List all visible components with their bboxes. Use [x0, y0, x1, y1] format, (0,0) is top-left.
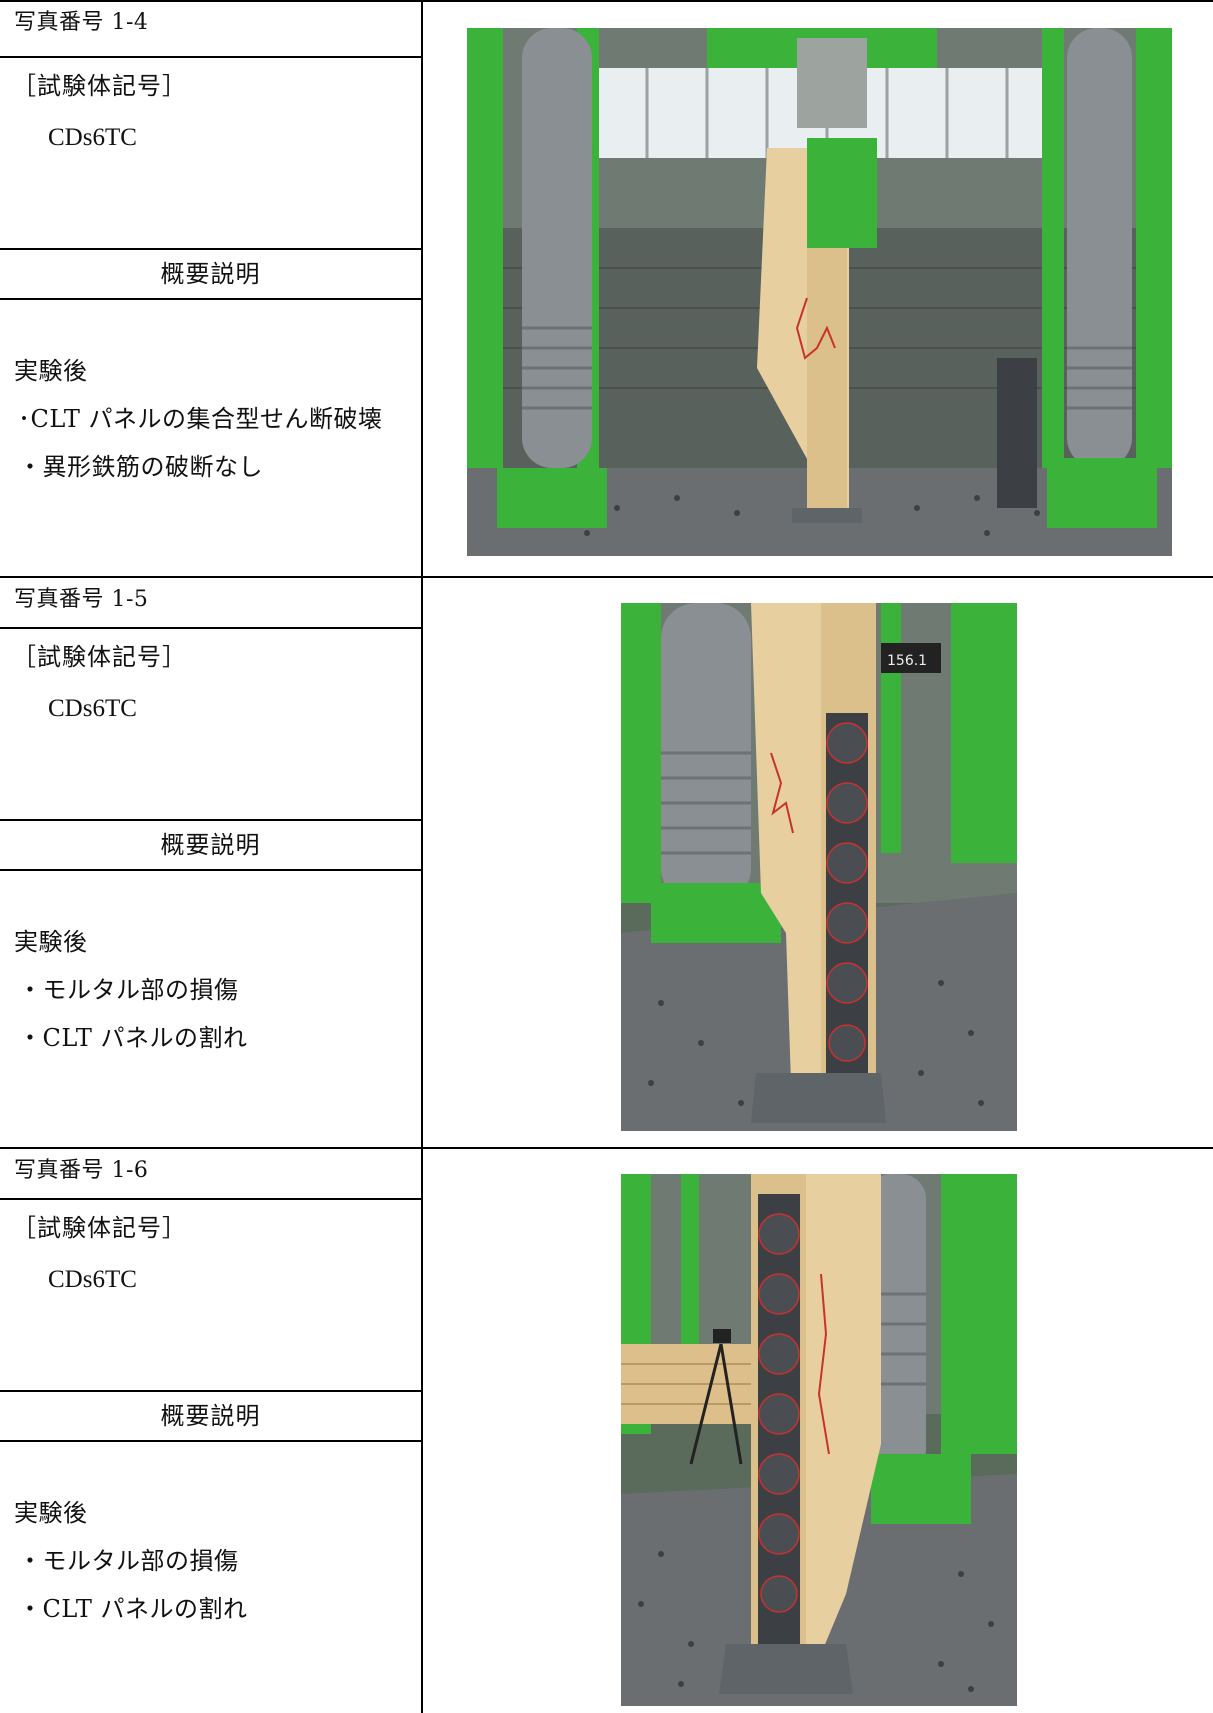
description-item: ・CLT パネルの割れ [18, 1595, 248, 1623]
description-item: ・CLT パネルの割れ [18, 1024, 248, 1052]
summary-heading: 概要説明 [160, 1402, 261, 1430]
photo-entry: 写真番号 1-6 ［試験体記号］ CDs6TC 概要説明 実験後 ・モルタル部の… [0, 1148, 1213, 1713]
description-title: 実験後 [14, 1499, 88, 1527]
photo-column [423, 1148, 1213, 1713]
summary-header-cell: 概要説明 [0, 250, 421, 298]
summary-header-cell: 概要説明 [0, 821, 421, 869]
summary-heading: 概要説明 [160, 831, 261, 859]
test-rig-photo-icon [467, 28, 1172, 556]
description-title: 実験後 [14, 928, 88, 956]
specimen-id-cell: ［試験体記号］ CDs6TC [0, 629, 421, 819]
photo-number: 写真番号 1-6 [14, 1158, 149, 1183]
divider [0, 56, 421, 58]
photo-number: 写真番号 1-5 [14, 587, 149, 612]
photo-number-cell: 写真番号 1-4 [0, 0, 421, 56]
divider [0, 248, 421, 250]
photo-entry: 写真番号 1-4 ［試験体記号］ CDs6TC 概要説明 実験後 ･CLT パネ… [0, 0, 1213, 577]
photo-column: 156.1 [423, 577, 1213, 1148]
photo-number-cell: 写真番号 1-5 [0, 577, 421, 627]
description-title: 実験後 [14, 357, 88, 385]
entry-info-column: 写真番号 1-6 ［試験体記号］ CDs6TC 概要説明 実験後 ・モルタル部の… [0, 1148, 421, 1713]
clt-wall-test-side-photo: 156.1 [621, 603, 1017, 1131]
divider [0, 1440, 421, 1442]
specimen-value: CDs6TC [48, 1266, 137, 1293]
photo-number-cell: 写真番号 1-6 [0, 1148, 421, 1198]
test-rig-side-photo-icon [621, 1174, 1017, 1706]
description-cell: 実験後 ・モルタル部の損傷 ・CLT パネルの割れ [0, 1442, 421, 1713]
specimen-label: ［試験体記号］ [12, 72, 187, 100]
table-border-top [0, 0, 1213, 2]
specimen-value: CDs6TC [48, 695, 137, 722]
entry-info-column: 写真番号 1-4 ［試験体記号］ CDs6TC 概要説明 実験後 ･CLT パネ… [0, 0, 421, 577]
column-separator [421, 0, 423, 1713]
description-item: ・異形鉄筋の破断なし [18, 453, 263, 481]
divider [0, 1198, 421, 1200]
photo-column [423, 0, 1213, 577]
clt-wall-test-side-photo [621, 1174, 1017, 1706]
photo-entry: 写真番号 1-5 ［試験体記号］ CDs6TC 概要説明 実験後 ・モルタル部の… [0, 577, 1213, 1148]
clt-wall-test-front-photo [467, 28, 1172, 556]
description-cell: 実験後 ・モルタル部の損傷 ・CLT パネルの割れ [0, 871, 421, 1148]
divider [0, 819, 421, 821]
entry-info-column: 写真番号 1-5 ［試験体記号］ CDs6TC 概要説明 実験後 ・モルタル部の… [0, 577, 421, 1148]
specimen-id-cell: ［試験体記号］ CDs6TC [0, 1200, 421, 1390]
row-separator [0, 576, 1213, 578]
description-item: ・モルタル部の損傷 [18, 1547, 239, 1575]
description-cell: 実験後 ･CLT パネルの集合型せん断破壊 ・異形鉄筋の破断なし [0, 300, 421, 577]
summary-heading: 概要説明 [160, 260, 261, 288]
photo-number: 写真番号 1-4 [14, 10, 149, 35]
description-item: ･CLT パネルの集合型せん断破壊 [18, 405, 383, 433]
specimen-label: ［試験体記号］ [12, 643, 187, 671]
specimen-id-cell: ［試験体記号］ CDs6TC [0, 58, 421, 248]
specimen-label: ［試験体記号］ [12, 1214, 187, 1242]
summary-header-cell: 概要説明 [0, 1392, 421, 1440]
divider [0, 869, 421, 871]
photo-tag-text: 156.1 [887, 653, 927, 669]
description-item: ・モルタル部の損傷 [18, 976, 239, 1004]
specimen-value: CDs6TC [48, 124, 137, 151]
test-rig-side-photo-icon: 156.1 [621, 603, 1017, 1131]
divider [0, 627, 421, 629]
divider [0, 1390, 421, 1392]
row-separator [0, 1147, 1213, 1149]
divider [0, 298, 421, 300]
